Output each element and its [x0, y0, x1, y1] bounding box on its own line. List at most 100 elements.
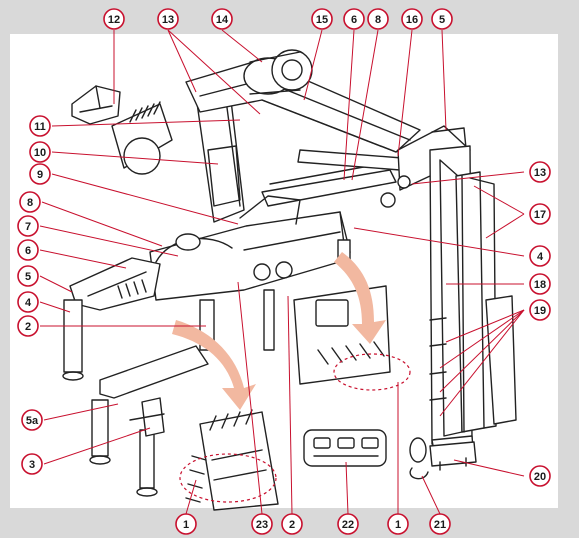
callout-circle [29, 163, 51, 185]
callout-circle [529, 465, 551, 487]
callout-label: 13 [534, 167, 546, 179]
callout-19: 19 [529, 299, 551, 321]
callout-circle [387, 513, 409, 535]
callout-circle [429, 513, 451, 535]
winch [243, 49, 313, 95]
leader-19a [445, 309, 525, 343]
callout-circle [21, 409, 43, 431]
callout-circle [17, 215, 39, 237]
callout-label: 2 [289, 519, 295, 531]
callout-label: 21 [434, 519, 446, 531]
crane-drawing [62, 49, 517, 511]
callout-label: 1 [183, 519, 189, 531]
callout-circle [17, 265, 39, 287]
callout-circle [29, 141, 51, 163]
callout-17: 17 [529, 203, 551, 225]
leader-5b [39, 275, 73, 293]
leader-4a [353, 227, 525, 257]
callout-circle [431, 8, 453, 30]
leader-9 [51, 173, 239, 225]
callout-2: 2 [17, 315, 39, 337]
callout-circle [529, 273, 551, 295]
leader-13a-2 [167, 29, 261, 115]
leader-8b [41, 201, 163, 247]
callout-label: 17 [534, 209, 546, 221]
callout-label: 5a [26, 415, 39, 427]
callout-circle [157, 8, 179, 30]
callout-circle [17, 315, 39, 337]
crane-column [195, 91, 245, 223]
callout-label: 10 [34, 147, 46, 159]
highlight-ellipse-left [179, 453, 277, 503]
leader-5a-2 [43, 403, 119, 421]
callout-15: 15 [311, 8, 333, 30]
callout-23: 23 [251, 513, 273, 535]
callout-circle [401, 8, 423, 30]
callout-2: 2 [281, 513, 303, 535]
leader-21 [421, 475, 441, 515]
callout-11: 11 [29, 115, 51, 137]
leader-20 [453, 459, 525, 477]
callout-circle [281, 513, 303, 535]
leader-11 [51, 119, 241, 127]
leader-1a [185, 479, 197, 515]
leader-4b [39, 301, 71, 313]
callout-circle [211, 8, 233, 30]
leader-13a [167, 29, 197, 93]
callout-8: 8 [19, 191, 41, 213]
callout-circle [311, 8, 333, 30]
callout-10: 10 [29, 141, 51, 163]
callout-7: 7 [17, 215, 39, 237]
callout-label: 2 [25, 321, 31, 333]
callout-label: 18 [534, 279, 546, 291]
callout-4: 4 [17, 291, 39, 313]
callout-12: 12 [103, 8, 125, 30]
highlight-ellipse-right [333, 353, 411, 391]
callout-circle [21, 453, 43, 475]
callout-1: 1 [387, 513, 409, 535]
callout-label: 23 [256, 519, 268, 531]
callout-label: 8 [375, 14, 381, 26]
motion-arrows [172, 252, 386, 410]
leader-16 [397, 29, 413, 157]
callout-label: 5 [439, 14, 445, 26]
leader-14 [221, 29, 263, 63]
leader-22 [345, 461, 349, 515]
callout-circle [17, 291, 39, 313]
leader-17b [485, 213, 525, 239]
callout-label: 20 [534, 471, 546, 483]
highlight-ellipses [179, 353, 411, 503]
leader-17a [473, 185, 525, 215]
callout-circle [529, 161, 551, 183]
callout-label: 15 [316, 14, 328, 26]
leader-13b [411, 171, 525, 185]
leader-15 [303, 29, 323, 101]
base-frame [149, 195, 351, 301]
hook-part [409, 437, 429, 480]
callout-label: 8 [27, 197, 33, 209]
callout-circle [529, 203, 551, 225]
motion-arrow-left [172, 320, 256, 410]
callout-circle [343, 8, 365, 30]
callout-label: 14 [216, 14, 229, 26]
valve-detail-left [185, 409, 279, 511]
callout-1: 1 [175, 513, 197, 535]
callout-6: 6 [343, 8, 365, 30]
callout-13: 13 [529, 161, 551, 183]
leader-8a [351, 29, 379, 181]
callout-label: 1 [395, 519, 401, 531]
hook-block [429, 441, 477, 471]
callout-5a: 5a [21, 409, 43, 431]
callout-3: 3 [21, 453, 43, 475]
leader-6a [343, 29, 355, 181]
callout-circle [367, 8, 389, 30]
callout-5: 5 [431, 8, 453, 30]
callout-21: 21 [429, 513, 451, 535]
leader-2b [287, 295, 293, 515]
callout-18: 18 [529, 273, 551, 295]
callout-9: 9 [29, 163, 51, 185]
callout-circle [529, 299, 551, 321]
callout-circle [103, 8, 125, 30]
